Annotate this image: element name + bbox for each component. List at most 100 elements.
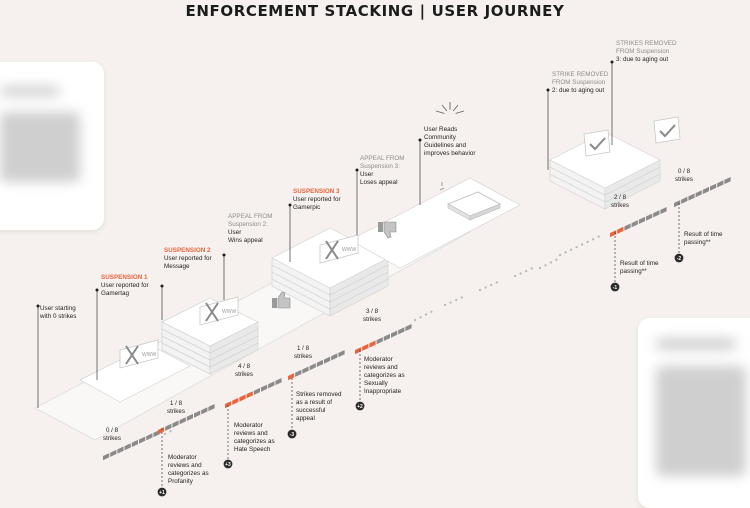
strike-segment: [638, 216, 645, 224]
annotation-s7-subheader: STRIKE REMOVED: [552, 71, 609, 78]
strike-change-label: -1: [613, 285, 618, 291]
note-text-s1: categorizes as: [168, 470, 209, 477]
dotted-connector: [538, 256, 562, 270]
note-text-s1: Moderator: [168, 454, 197, 461]
annotation-s2-body: User reported for: [164, 255, 212, 262]
strike-count-label: 1 / 8: [297, 345, 310, 352]
strike-word-label: strikes: [235, 371, 253, 378]
leader-dot: [95, 288, 99, 292]
strike-segment: [103, 453, 110, 461]
annotation-s2-body: Message: [164, 263, 190, 270]
annotation-s5-subheader: APPEAL FROM: [360, 155, 405, 162]
annotation-s3-subheader: APPEAL FROM: [228, 213, 273, 220]
thumbs-down-icon: [378, 221, 397, 239]
note-text-s7: passing**: [620, 268, 647, 275]
annotation-s7-subheader: FROM Suspension: [552, 79, 606, 86]
thumbs-up-icon-hand: [277, 291, 291, 309]
annotation-s4-header: SUSPENSION 3: [293, 188, 340, 195]
thumbs-down-icon-cuff: [378, 222, 383, 232]
strike-segment: [201, 407, 208, 415]
annotation-s8-subheader: STRIKES REMOVED: [616, 40, 677, 47]
annotation-s6-body: improves behavior: [424, 150, 475, 157]
page-title: ENFORCEMENT STACKING | USER JOURNEY: [185, 2, 565, 20]
annotation-s3-subheader: Suspension 2:: [228, 221, 268, 228]
strike-segment: [288, 373, 295, 381]
strike-segment: [724, 177, 731, 185]
annotation-s4-body: User reported for: [293, 196, 341, 203]
strike-segment: [646, 213, 653, 221]
x-card-icon: WWW: [319, 234, 359, 264]
strike-segment: [275, 378, 282, 386]
strike-segment: [660, 207, 667, 215]
note-text-s1: reviews and: [168, 462, 202, 469]
check-card-icon-check: [589, 137, 606, 151]
leader-dot: [222, 253, 226, 257]
stack-suspension-3: [271, 227, 389, 317]
strike-count-label: 2 / 8: [614, 194, 627, 201]
strike-segment: [261, 384, 268, 392]
note-text-s2: Moderator: [234, 422, 263, 429]
annotation-s3-body: User: [228, 229, 241, 236]
thumbs-up-icon-cuff: [272, 298, 277, 308]
x-card-icon-x2: [125, 345, 139, 365]
lightbulb-rays-icon: [435, 102, 465, 114]
strike-segment: [717, 180, 724, 188]
dotted-connector: [413, 308, 437, 322]
blurred-card-left: [0, 62, 104, 230]
x-card-icon-www: WWW: [222, 309, 236, 315]
note-text-s8: passing**: [684, 239, 711, 246]
strike-count-label: 0 / 8: [678, 168, 691, 175]
annotation-s8-body: 3: due to aging out: [616, 56, 668, 63]
note-text-s4: Moderator: [364, 356, 393, 363]
dotted-connector: [558, 234, 602, 257]
annotation-s8-subheader: FROM Suspension: [616, 48, 670, 55]
annotation-s4-body: Gamerpic: [293, 204, 320, 211]
strike-change-badge: [223, 459, 233, 469]
strike-segment: [324, 356, 331, 364]
strike-segment: [688, 193, 695, 201]
note-text-s8: Result of time: [684, 231, 723, 238]
strike-segment: [172, 420, 179, 428]
x-card-icon: WWW: [199, 296, 239, 326]
leader-dot: [355, 168, 359, 172]
check-card-icon: [583, 129, 611, 157]
strike-segment: [158, 427, 165, 435]
annotation-s2-header: SUSPENSION 2: [164, 247, 211, 254]
strike-segment: [405, 324, 412, 332]
strike-count-label: 3 / 8: [366, 308, 379, 315]
x-card-icon-card: [199, 296, 239, 326]
strike-segment: [309, 363, 316, 371]
strike-segment: [139, 436, 146, 444]
annotation-s6-body: Community: [424, 134, 457, 141]
strike-change-badge: [157, 487, 167, 497]
note-text-s2: Hate Speech: [234, 446, 271, 453]
strike-segment: [295, 369, 302, 377]
note-text-s4: categorizes as: [364, 372, 405, 379]
annotation-s5-subheader: Suspension 3:: [360, 163, 400, 170]
strike-segment: [681, 196, 688, 204]
annotation-s6-body: Guidelines and: [424, 142, 467, 149]
note-text-s4: reviews and: [364, 364, 398, 371]
strike-word-label: strikes: [167, 408, 185, 415]
annotation-s0-body: with 0 strikes: [39, 313, 76, 320]
ray-line: [441, 104, 448, 112]
strike-segment: [674, 200, 681, 208]
strike-segment: [225, 401, 232, 409]
strike-segment: [232, 397, 239, 405]
ray-line: [455, 110, 465, 114]
strike-segment: [110, 449, 117, 457]
strike-segment: [624, 223, 631, 231]
strike-word-label: strikes: [294, 353, 312, 360]
strike-segment: [391, 330, 398, 338]
laptop-front: [469, 203, 501, 221]
dotted-connector: [163, 427, 177, 436]
strike-segment: [331, 353, 338, 361]
annotation-s6-body: User Reads: [424, 126, 457, 133]
note-text-s1: Profanity: [168, 478, 194, 485]
leader-dot: [610, 60, 614, 64]
strike-segment: [117, 446, 124, 454]
strike-word-label: strikes: [103, 435, 121, 442]
strike-segment: [208, 404, 215, 412]
strike-change-badge: [287, 429, 297, 439]
strike-change-badge: [674, 253, 684, 263]
